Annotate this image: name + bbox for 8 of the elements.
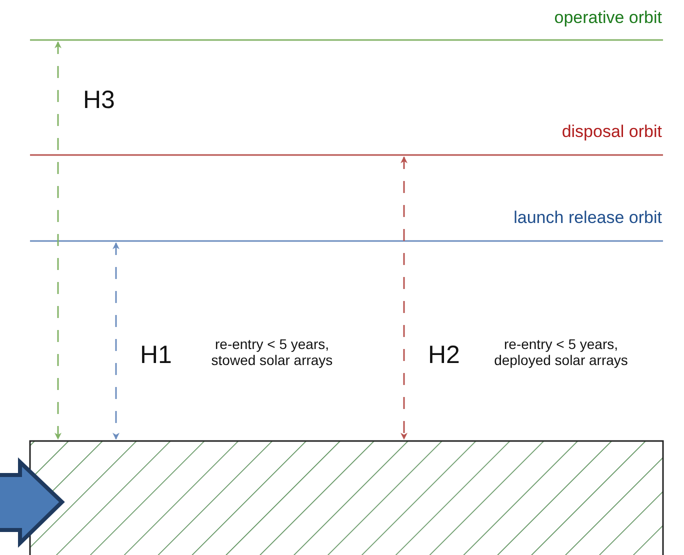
orbit-name: launch release orbit: [514, 208, 662, 228]
height-label: H2: [428, 341, 460, 370]
height-label: H1: [140, 341, 172, 370]
orbit-name: operative orbit: [554, 8, 662, 28]
height-label: H3: [83, 86, 115, 115]
annotation-text: re-entry < 5 years, deployed solar arrays: [493, 336, 629, 368]
annotation-text: re-entry < 5 years, stowed solar arrays: [210, 336, 334, 368]
orbit-name: disposal orbit: [562, 122, 662, 142]
